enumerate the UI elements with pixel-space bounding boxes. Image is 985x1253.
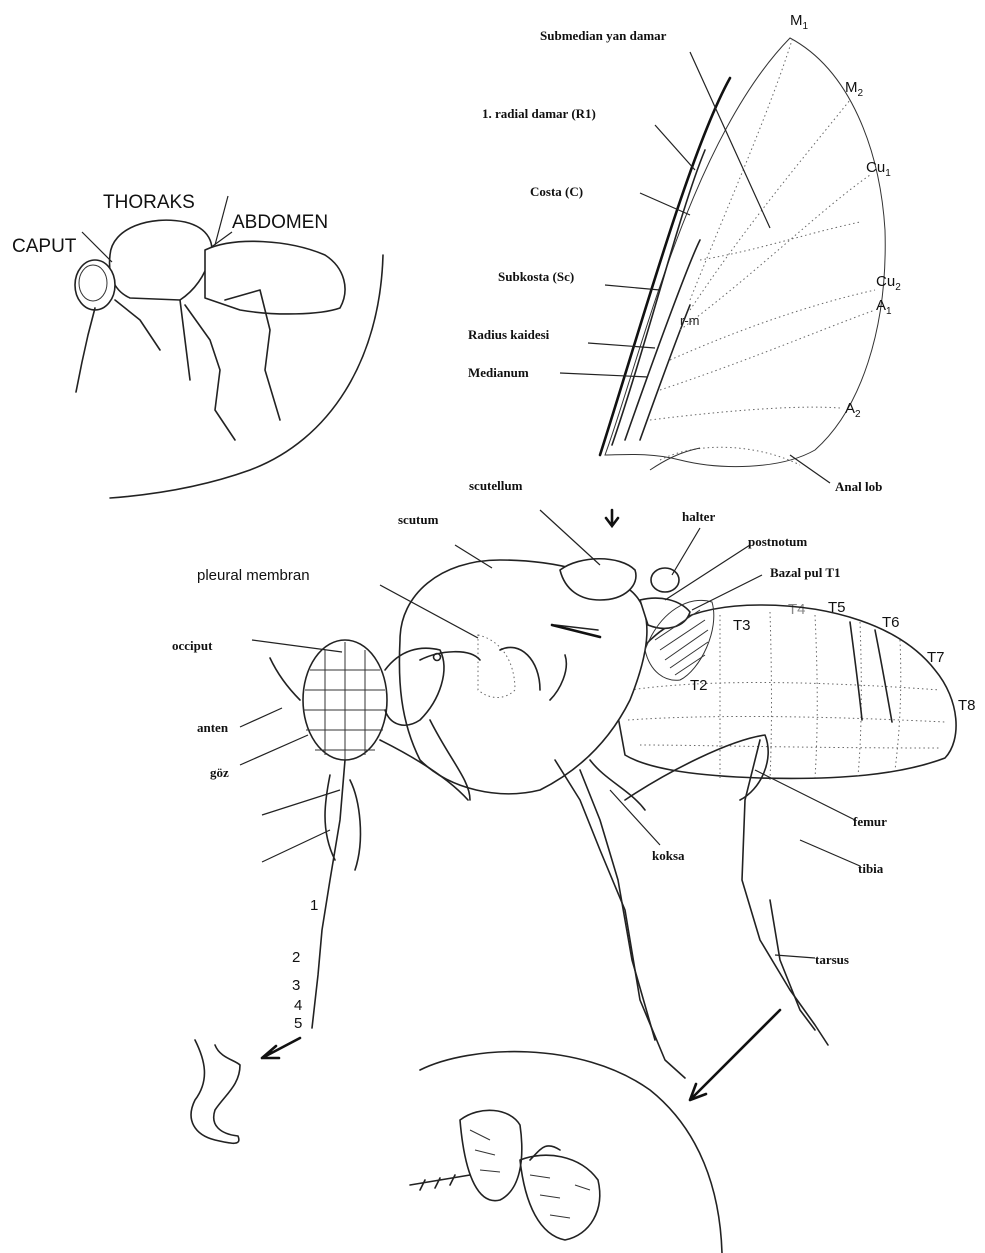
- label-tergite-t6: T6: [882, 614, 900, 631]
- habitus-head: [75, 260, 115, 310]
- main-body-diagram: scutellum scutum halter postnotum Bazal …: [172, 478, 976, 1078]
- label-a2: A2: [845, 400, 861, 420]
- label-cu2: Cu2: [876, 273, 901, 293]
- koksa-outline: [590, 760, 645, 810]
- label-antenna-seg-1: 1: [310, 897, 318, 914]
- label-subkosta: Subkosta (Sc): [498, 269, 574, 284]
- label-anten: anten: [197, 720, 229, 735]
- halter-shape: [651, 568, 679, 592]
- claw-outline: [191, 1040, 240, 1143]
- habitus-leg-front: [115, 300, 160, 350]
- label-goz: göz: [210, 765, 229, 780]
- midleg-back: [580, 770, 655, 1040]
- label-tergite-t7: T7: [927, 649, 945, 666]
- antenna-upper: [270, 658, 300, 700]
- wing-vein-m2: [690, 100, 850, 310]
- label-tibia: tibia: [858, 861, 884, 876]
- label-m1: M1: [790, 12, 809, 32]
- abdomen: [615, 605, 956, 778]
- tarsus-inset: [410, 1010, 780, 1253]
- label-bazal-pul: Bazal pul T1: [770, 565, 841, 580]
- midleg: [555, 760, 685, 1078]
- habitus-sketch: CAPUT THORAKS ABDOMEN: [12, 192, 383, 498]
- label-radial-damar: 1. radial damar (R1): [482, 106, 596, 121]
- habitus-thorax: [110, 220, 212, 300]
- label-radius-kaidesi: Radius kaidesi: [468, 327, 550, 342]
- habitus-abdomen: [205, 241, 345, 314]
- wing-diagram: Submedian yan damar 1. radial damar (R1)…: [468, 12, 901, 494]
- habitus-wing-base: [180, 300, 190, 380]
- hindleg-tarsus: [770, 900, 815, 1030]
- label-tergite-t3: T3: [733, 617, 751, 634]
- label-medianum: Medianum: [468, 365, 529, 380]
- label-tergite-t2: T2: [690, 677, 708, 694]
- wing-outline: [605, 38, 885, 467]
- label-submedian-yan-damar: Submedian yan damar: [540, 28, 667, 43]
- claw-inset: [191, 1038, 300, 1143]
- label-tarsus: tarsus: [815, 952, 849, 967]
- label-occiput: occiput: [172, 638, 213, 653]
- label-cu1: Cu1: [866, 159, 891, 179]
- label-femur: femur: [853, 814, 887, 829]
- tarsus-segment-1: [460, 1110, 522, 1200]
- label-costa: Costa (C): [530, 184, 583, 199]
- label-halter: halter: [682, 509, 715, 524]
- wing-vein-a2: [650, 407, 840, 420]
- label-antenna-seg-4: 4: [294, 997, 302, 1014]
- label-tergite-t4: T4: [788, 601, 806, 618]
- label-pleural-membran: pleural membran: [197, 567, 310, 584]
- label-thoraks: THORAKS: [103, 192, 195, 213]
- label-koksa: koksa: [652, 848, 685, 863]
- antenna-lower: [312, 760, 345, 1028]
- habitus-leg-mid: [185, 305, 235, 440]
- direction-arrow: [606, 510, 618, 526]
- label-postnotum: postnotum: [748, 534, 807, 549]
- label-scutum: scutum: [398, 512, 439, 527]
- label-antenna-seg-2: 2: [292, 949, 300, 966]
- label-antenna-seg-3: 3: [292, 977, 300, 994]
- label-anal-lob: Anal lob: [835, 479, 882, 494]
- tarsus-arrow: [690, 1010, 780, 1100]
- wing-costa: [600, 78, 730, 455]
- label-caput: CAPUT: [12, 236, 77, 257]
- tarsus-circle-arc: [420, 1052, 722, 1253]
- label-abdomen: ABDOMEN: [232, 212, 328, 233]
- claw-arrow: [262, 1038, 300, 1058]
- label-a1: A1: [876, 297, 892, 317]
- label-scutellum: scutellum: [469, 478, 523, 493]
- label-tergite-t5: T5: [828, 599, 846, 616]
- wing-vein-cross: [700, 222, 860, 260]
- habitus-antenna: [76, 308, 95, 392]
- label-antenna-seg-5: 5: [294, 1015, 302, 1032]
- hindleg-tibia: [742, 740, 828, 1045]
- tarsus-claw: [530, 1146, 560, 1160]
- label-r-m: r-m: [680, 313, 700, 328]
- wing-vein-cu2: [670, 290, 875, 360]
- wing-subcosta: [612, 150, 705, 445]
- tarsus-bristles: [410, 1175, 470, 1190]
- wing-vein-cu1: [680, 175, 870, 330]
- postnotum-shape: [640, 598, 690, 628]
- label-tergite-t8: T8: [958, 697, 976, 714]
